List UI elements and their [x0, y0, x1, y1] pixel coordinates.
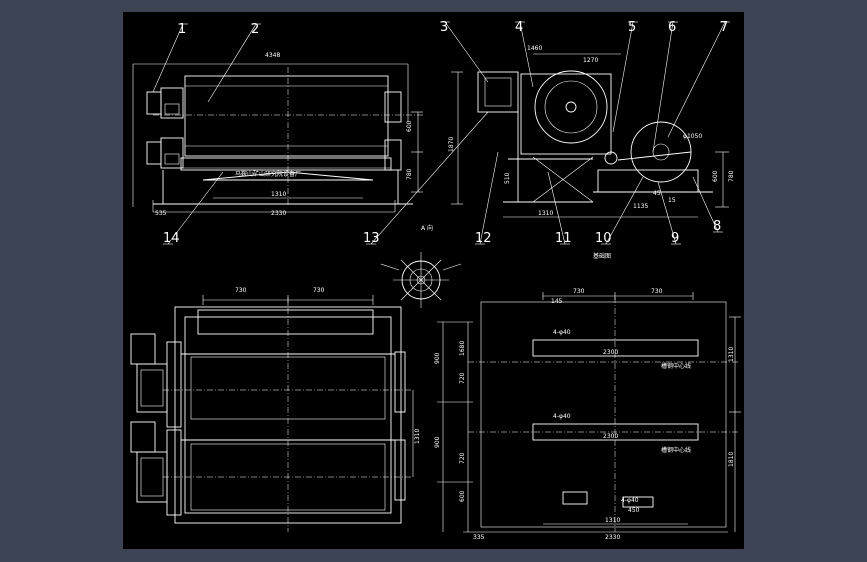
- plan-dim-top-right: 730: [313, 287, 325, 294]
- dim-right-a: 600: [712, 170, 719, 182]
- balloon-leaders: [152, 21, 730, 245]
- dim-base-left: 1310: [538, 210, 553, 217]
- balloon-6: 6: [668, 20, 676, 35]
- dim-height-a: 600: [406, 120, 413, 132]
- dim-top-b: 1270: [583, 57, 598, 64]
- bottom-mid: 1310: [605, 517, 620, 524]
- balloon-7: 7: [720, 20, 728, 35]
- balloon-9: 9: [671, 231, 679, 246]
- dim-inner: 1310: [271, 191, 286, 198]
- balloon-5: 5: [628, 20, 636, 35]
- dim-left-height: 1870: [448, 137, 455, 152]
- dim-tank-depth: 1135: [633, 203, 648, 210]
- dim-small-a: 15: [668, 197, 676, 204]
- left-dim-b: 1680: [459, 341, 466, 356]
- centre-label-1: 槽钢中心线: [661, 362, 691, 370]
- dim-small-b: 510: [504, 172, 511, 184]
- left-dim-c: 720: [459, 372, 466, 384]
- section-a-detail: A 向: [380, 224, 462, 308]
- bolt-note-1: 4-φ40: [553, 329, 571, 336]
- balloon-numbers: 1 2 3 4 5 6 7 8 9 10 11 12 13 14: [163, 20, 728, 246]
- left-dim-a: 900: [434, 352, 441, 364]
- beam-length-2: 2300: [603, 433, 618, 440]
- balloon-14: 14: [163, 231, 180, 246]
- bolt-note-3: 4-φ40: [621, 497, 639, 504]
- balloon-4: 4: [515, 20, 523, 35]
- side-view: 1460 1270 1870 1310 1135 φ1050 600 780 1…: [448, 45, 735, 218]
- dim-left: 535: [155, 210, 167, 217]
- bottom-small: 335: [473, 534, 485, 541]
- left-dim-e: 720: [459, 452, 466, 464]
- foundation-top-left: 730: [573, 288, 585, 295]
- balloon-1: 1: [178, 22, 186, 37]
- dim-right-b: 780: [728, 170, 735, 182]
- dim-drum-diam: φ1050: [683, 133, 702, 140]
- dim-base: 2330: [271, 210, 286, 217]
- balloon-12: 12: [475, 231, 492, 246]
- beam-length-1: 2300: [603, 349, 618, 356]
- section-a-label: A 向: [421, 224, 433, 232]
- balloon-2: 2: [251, 22, 259, 37]
- nameplate: 马鞍山矿山研究院设备厂: [235, 170, 301, 178]
- centre-label-2: 槽钢中心线: [661, 446, 691, 454]
- plan-dim-top-left: 730: [235, 287, 247, 294]
- right-dim-a: 1310: [728, 347, 735, 362]
- balloon-10: 10: [595, 231, 612, 246]
- bottom-total: 2330: [605, 534, 620, 541]
- bolt-note-2: 4-φ40: [553, 413, 571, 420]
- foundation-view: 基础图 730 730 145 4-φ40 4-φ40 4-φ40 2300 2…: [434, 252, 741, 541]
- dim-small-c: 45: [653, 190, 661, 197]
- balloon-3: 3: [440, 20, 448, 35]
- plan-view: 730 730 1310: [130, 287, 421, 532]
- foundation-dim-small: 145: [551, 298, 563, 305]
- bottom-pad: 450: [628, 507, 640, 514]
- drawing-sheet: 4348 600 780 535 1310 2330 马鞍山矿山研究院设备厂: [123, 12, 744, 549]
- balloon-13: 13: [363, 231, 380, 246]
- foundation-title: 基础图: [593, 252, 611, 260]
- balloon-11: 11: [555, 231, 572, 246]
- plan-dim-side: 1310: [414, 429, 421, 444]
- drawing-canvas: 4348 600 780 535 1310 2330 马鞍山矿山研究院设备厂: [130, 20, 741, 541]
- dim-top-a: 1460: [527, 45, 542, 52]
- dim-overall-width: 4348: [265, 52, 280, 59]
- balloon-8: 8: [713, 219, 721, 234]
- dim-height-b: 780: [406, 168, 413, 180]
- front-view: 4348 600 780 535 1310 2330 马鞍山矿山研究院设备厂: [132, 52, 423, 217]
- left-dim-f: 600: [459, 490, 466, 502]
- right-dim-b: 1810: [728, 452, 735, 467]
- foundation-top-right: 730: [651, 288, 663, 295]
- left-dim-d: 900: [434, 436, 441, 448]
